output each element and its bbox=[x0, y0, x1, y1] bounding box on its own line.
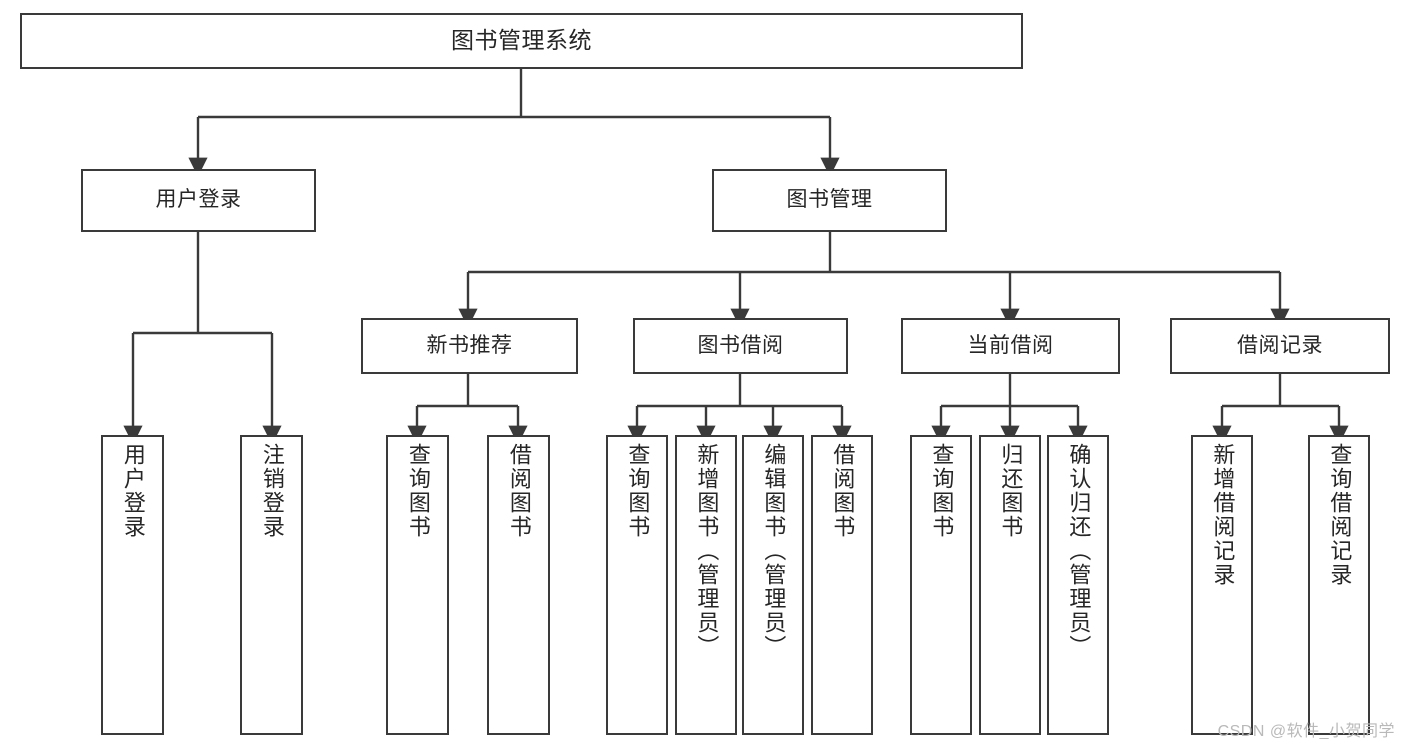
leaf-query-book-borrow[interactable]: 查询图书 bbox=[606, 435, 668, 735]
node-borrow-record[interactable]: 借阅记录 bbox=[1170, 318, 1390, 374]
node-book-manage-label: 图书管理 bbox=[786, 188, 873, 212]
leaf-user-login-label: 用户登录 bbox=[120, 443, 146, 539]
leaf-query-book-recommend-label: 查询图书 bbox=[405, 443, 431, 539]
node-user-login[interactable]: 用户登录 bbox=[81, 169, 316, 232]
leaf-borrow-book-recommend[interactable]: 借阅图书 bbox=[487, 435, 550, 735]
leaf-borrow-book-recommend-label: 借阅图书 bbox=[506, 443, 532, 539]
leaf-query-book-borrow-label: 查询图书 bbox=[625, 443, 651, 539]
leaf-add-borrow-record[interactable]: 新增借阅记录 bbox=[1191, 435, 1253, 735]
leaf-user-login[interactable]: 用户登录 bbox=[101, 435, 164, 735]
leaf-add-book-admin-label: 新增图书（管理员） bbox=[694, 443, 720, 659]
leaf-query-borrow-record-label: 查询借阅记录 bbox=[1327, 443, 1353, 587]
leaf-logout-label: 注销登录 bbox=[259, 443, 285, 539]
node-borrow-record-label: 借阅记录 bbox=[1237, 333, 1323, 357]
leaf-query-borrow-record[interactable]: 查询借阅记录 bbox=[1308, 435, 1370, 735]
leaf-query-book-recommend[interactable]: 查询图书 bbox=[386, 435, 449, 735]
node-book-manage[interactable]: 图书管理 bbox=[712, 169, 947, 232]
leaf-confirm-return-admin-label: 确认归还（管理员） bbox=[1066, 443, 1092, 659]
node-new-book-recommend-label: 新书推荐 bbox=[426, 333, 513, 357]
leaf-logout[interactable]: 注销登录 bbox=[240, 435, 303, 735]
leaf-add-book-admin[interactable]: 新增图书（管理员） bbox=[675, 435, 737, 735]
leaf-return-book-label: 归还图书 bbox=[998, 443, 1024, 539]
csdn-watermark: CSDN @软件_小贺同学 bbox=[1217, 723, 1395, 740]
node-book-borrow-label: 图书借阅 bbox=[697, 333, 784, 357]
leaf-edit-book-admin-label: 编辑图书（管理员） bbox=[761, 443, 787, 659]
node-new-book-recommend[interactable]: 新书推荐 bbox=[361, 318, 578, 374]
node-root[interactable]: 图书管理系统 bbox=[20, 13, 1023, 69]
node-current-borrow-label: 当前借阅 bbox=[967, 333, 1054, 357]
leaf-query-book-current-label: 查询图书 bbox=[929, 443, 955, 539]
leaf-borrow-book[interactable]: 借阅图书 bbox=[811, 435, 873, 735]
leaf-query-book-current[interactable]: 查询图书 bbox=[910, 435, 972, 735]
leaf-confirm-return-admin[interactable]: 确认归还（管理员） bbox=[1047, 435, 1109, 735]
node-root-label: 图书管理系统 bbox=[451, 27, 592, 54]
leaf-borrow-book-label: 借阅图书 bbox=[830, 443, 856, 539]
leaf-return-book[interactable]: 归还图书 bbox=[979, 435, 1041, 735]
leaf-edit-book-admin[interactable]: 编辑图书（管理员） bbox=[742, 435, 804, 735]
node-book-borrow[interactable]: 图书借阅 bbox=[633, 318, 848, 374]
leaf-add-borrow-record-label: 新增借阅记录 bbox=[1210, 443, 1236, 587]
node-user-login-label: 用户登录 bbox=[155, 188, 242, 212]
node-current-borrow[interactable]: 当前借阅 bbox=[901, 318, 1120, 374]
